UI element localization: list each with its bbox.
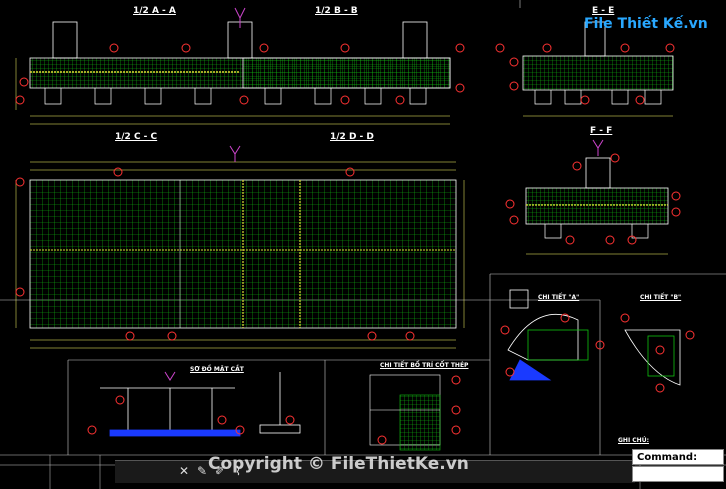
section-title-dd: 1/2 D - D xyxy=(330,132,374,142)
notes-title: GHI CHÚ: xyxy=(618,437,649,444)
command-toolbar xyxy=(115,460,635,483)
command-input[interactable] xyxy=(632,466,724,482)
axis-markers xyxy=(164,7,604,381)
section-ee xyxy=(522,21,674,117)
detail-title-a: CHI TIẾT "A" xyxy=(538,294,580,301)
section-title-ff: F - F xyxy=(590,126,613,136)
section-cc-dd-plan xyxy=(15,161,465,349)
site-logo: File Thiết Kế.vn xyxy=(584,16,708,32)
close-icon[interactable]: ✕ xyxy=(178,464,190,478)
section-title-cc: 1/2 C - C xyxy=(115,132,158,142)
section-title-aa: 1/2 A - A xyxy=(133,6,176,16)
copyright-watermark: Copyright © FileThietKe.vn xyxy=(208,454,469,474)
rebar-detail xyxy=(369,374,441,451)
section-title-ee: E - E xyxy=(592,6,615,16)
detail-title-b: CHI TIẾT "B" xyxy=(640,294,682,301)
command-label: Command: xyxy=(632,449,724,465)
logo-text: File Thiết Kế.vn xyxy=(584,16,708,32)
pencil-icon[interactable]: ✐ xyxy=(214,464,226,478)
schematic-section xyxy=(100,372,301,437)
wrench-icon[interactable]: ✎ xyxy=(196,464,208,478)
rebar-detail-title: CHI TIẾT BỐ TRÍ CỐT THÉP xyxy=(380,362,469,369)
polyline-icon[interactable]: ⌇ xyxy=(235,464,241,478)
detail-a-b xyxy=(507,289,681,386)
rebar-callouts xyxy=(15,43,695,445)
section-aa-bb xyxy=(15,21,451,125)
section-title-bb: 1/2 B - B xyxy=(315,6,358,16)
section-ff xyxy=(525,157,669,255)
schematic-title: SƠ ĐỒ MẶT CẮT xyxy=(190,366,244,373)
